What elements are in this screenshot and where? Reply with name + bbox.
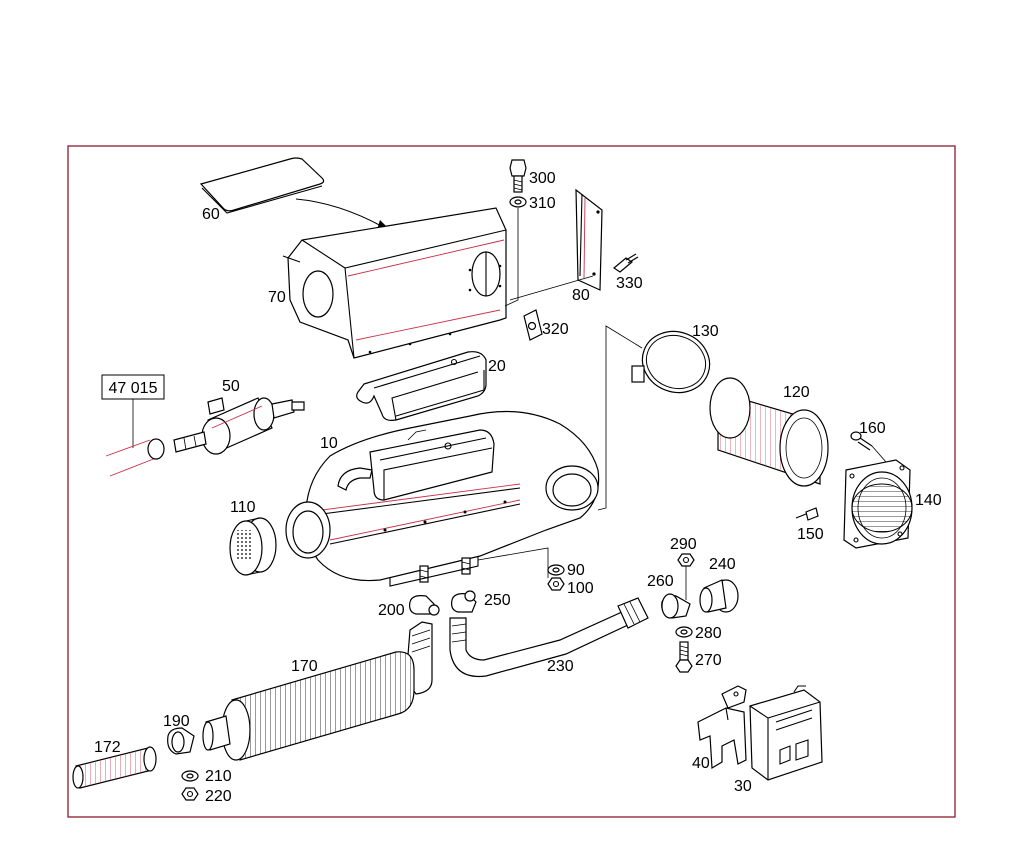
part-70-cover-housing[interactable] xyxy=(282,207,507,359)
label-270: 270 xyxy=(695,652,722,669)
part-230-pipe[interactable] xyxy=(449,597,649,678)
part-310-washer[interactable] xyxy=(509,196,527,208)
part-190-clamp[interactable] xyxy=(167,727,195,755)
label-320: 320 xyxy=(542,321,569,338)
hose-47015 xyxy=(105,438,165,477)
label-120: 120 xyxy=(783,384,810,401)
part-10-heater-unit[interactable] xyxy=(285,410,600,587)
part-30-control-unit[interactable] xyxy=(749,685,823,781)
part-120-flex-duct[interactable] xyxy=(709,377,829,487)
part-100-nut[interactable] xyxy=(547,577,565,591)
part-90-washer[interactable] xyxy=(547,564,565,576)
part-140-outlet-grille[interactable] xyxy=(843,459,913,549)
part-50-fuel-pump[interactable] xyxy=(173,397,305,455)
label-100: 100 xyxy=(567,580,594,597)
label-80: 80 xyxy=(572,287,590,304)
part-260-clamp[interactable] xyxy=(661,593,691,619)
label-140: 140 xyxy=(915,492,942,509)
part-220-nut[interactable] xyxy=(181,787,199,801)
part-240-cap[interactable] xyxy=(699,579,739,613)
label-260: 260 xyxy=(647,573,674,590)
label-250: 250 xyxy=(484,592,511,609)
label-310: 310 xyxy=(529,195,556,212)
label-160: 160 xyxy=(859,420,886,437)
label-330: 330 xyxy=(616,275,643,292)
part-280-washer[interactable] xyxy=(675,626,693,638)
part-40-bracket[interactable] xyxy=(697,685,747,770)
part-130-hose-clamp[interactable] xyxy=(631,322,718,402)
label-50: 50 xyxy=(222,378,240,395)
label-220: 220 xyxy=(205,788,232,805)
part-160-screw[interactable] xyxy=(850,431,873,451)
reference-box-label: 47 015 xyxy=(109,380,158,397)
label-230: 230 xyxy=(547,658,574,675)
diagram-frame xyxy=(67,145,956,818)
label-110: 110 xyxy=(230,499,256,516)
label-70: 70 xyxy=(268,289,286,306)
label-30: 30 xyxy=(734,778,752,795)
label-20: 20 xyxy=(488,358,506,375)
part-80-bracket[interactable] xyxy=(509,188,603,301)
label-90: 90 xyxy=(567,562,585,579)
label-172: 172 xyxy=(94,739,121,756)
part-250-clamp[interactable] xyxy=(451,590,477,613)
label-10: 10 xyxy=(320,435,338,452)
part-150-pin[interactable] xyxy=(795,507,819,521)
part-210-washer[interactable] xyxy=(181,770,199,782)
part-170-silencer[interactable] xyxy=(202,621,433,762)
part-300-bolt[interactable] xyxy=(509,159,527,193)
label-150: 150 xyxy=(797,526,824,543)
part-200-clamp[interactable] xyxy=(409,595,440,616)
label-200: 200 xyxy=(378,602,405,619)
part-270-bolt[interactable] xyxy=(675,641,693,673)
part-labels: 60 70 300 310 80 330 320 130 20 50 120 1… xyxy=(94,170,942,805)
part-320-clip-nut[interactable] xyxy=(523,309,543,341)
label-170: 170 xyxy=(291,658,318,675)
label-60: 60 xyxy=(202,206,220,223)
label-130: 130 xyxy=(692,323,719,340)
part-20-cover[interactable] xyxy=(356,351,487,421)
part-110-grille[interactable] xyxy=(229,517,277,576)
label-290: 290 xyxy=(670,536,697,553)
label-210: 210 xyxy=(205,768,232,785)
label-280: 280 xyxy=(695,625,722,642)
label-240: 240 xyxy=(709,556,736,573)
label-190: 190 xyxy=(163,713,190,730)
label-300: 300 xyxy=(529,170,556,187)
part-330-screw[interactable] xyxy=(612,253,639,273)
part-60-filter-mat[interactable] xyxy=(199,157,392,233)
part-290-nut[interactable] xyxy=(677,553,695,600)
reference-47015[interactable]: 47 015 xyxy=(101,374,165,448)
label-40: 40 xyxy=(692,755,710,772)
